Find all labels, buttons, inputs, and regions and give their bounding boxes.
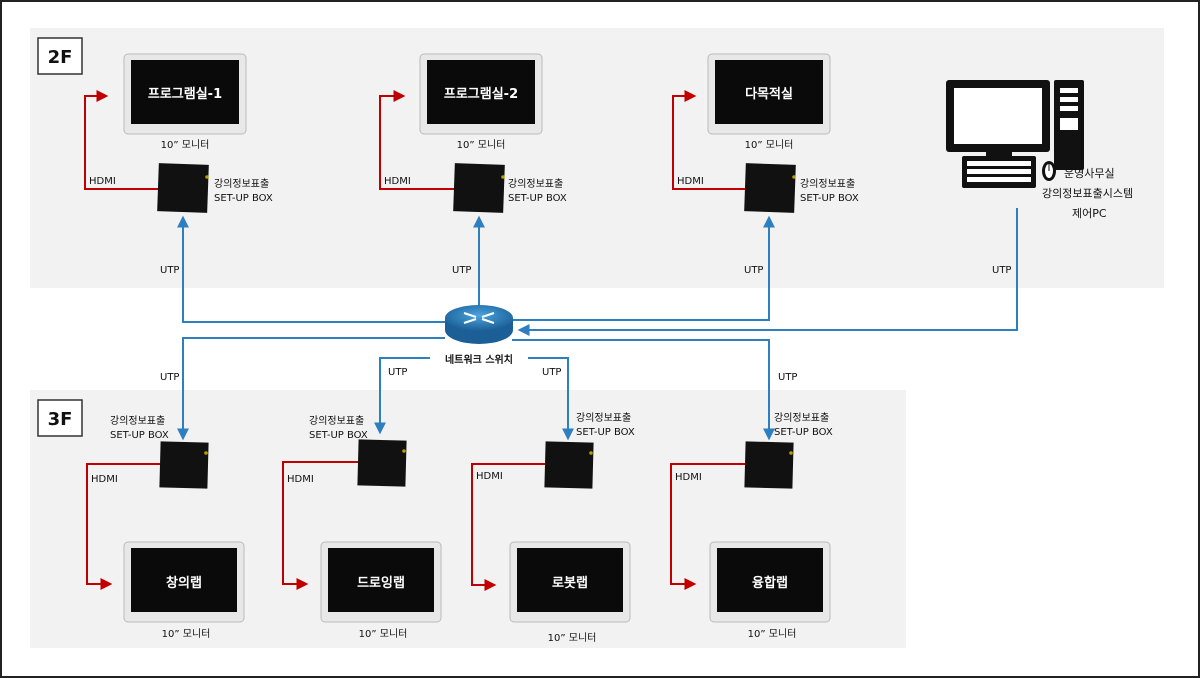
setupbox-label-line2: SET-UP BOX [576, 427, 635, 438]
monitor-creativelab: 창의랩 [123, 541, 245, 623]
setupbox-label-line1: 강의정보표출 [309, 415, 364, 427]
setupbox-3f-2 [357, 439, 407, 487]
monitor-dronelab: 드로잉랩 [320, 541, 442, 623]
monitor-caption: 10” 모니터 [748, 628, 797, 640]
monitor-label: 다목적실 [745, 86, 793, 102]
monitor-fusionlab: 융합랩 [709, 541, 831, 623]
hdmi-link-3f-4: HDMI [670, 463, 745, 590]
hdmi-link-2f-2: HDMI [379, 90, 454, 190]
hdmi-label: HDMI [476, 471, 503, 482]
monitor-multipurpose: 다목적실 [707, 53, 831, 135]
utp-label: UTP [744, 265, 763, 276]
setupbox-3f-4 [744, 441, 794, 489]
monitor-label: 창의랩 [166, 575, 202, 591]
setupbox-label-line1: 강의정보표출 [214, 178, 269, 190]
utp-label: UTP [160, 265, 179, 276]
floor-3f-label: 3F [37, 399, 83, 437]
hdmi-link-3f-2: HDMI [282, 461, 358, 590]
hdmi-link-3f-1: HDMI [86, 463, 160, 590]
setupbox-2f-3 [744, 163, 796, 213]
network-switch-label: 네트워크 스위치 [445, 353, 513, 366]
control-pc-icon [946, 80, 1084, 188]
setupbox-label-line2: SET-UP BOX [800, 193, 859, 204]
setupbox-2f-1 [157, 163, 209, 213]
monitor-label: 프로그램실-1 [148, 86, 222, 102]
monitor-programroom2: 프로그램실-2 [419, 53, 543, 135]
setupbox-label-line1: 강의정보표출 [800, 178, 855, 190]
hdmi-label: HDMI [287, 474, 314, 485]
utp-links [177, 208, 1018, 441]
monitor-caption: 10” 모니터 [162, 628, 211, 640]
floor-2f-label: 2F [37, 37, 83, 75]
monitor-caption: 10” 모니터 [457, 139, 506, 151]
utp-label: UTP [992, 265, 1011, 276]
monitor-caption: 10” 모니터 [548, 632, 597, 644]
hdmi-label: HDMI [91, 474, 118, 485]
setupbox-label-line1: 강의정보표출 [576, 412, 631, 424]
setupbox-label-line2: SET-UP BOX [508, 193, 567, 204]
utp-label: UTP [452, 265, 471, 276]
hdmi-label: HDMI [384, 176, 411, 187]
network-switch-icon [445, 305, 513, 344]
hdmi-label: HDMI [89, 176, 116, 187]
setupbox-label-line1: 강의정보표출 [774, 412, 829, 424]
utp-label: UTP [160, 372, 179, 383]
setupbox-label-line2: SET-UP BOX [774, 427, 833, 438]
setupbox-3f-1 [159, 441, 209, 489]
monitor-caption: 10” 모니터 [359, 628, 408, 640]
setupbox-2f-2 [453, 163, 505, 213]
control-pc-line3: 제어PC [1072, 207, 1107, 220]
control-pc-line2: 강의정보표출시스템 [1042, 187, 1133, 200]
monitor-caption: 10” 모니터 [161, 139, 210, 151]
utp-label: UTP [388, 367, 407, 378]
monitor-robotlab: 로봇랩 [509, 541, 631, 623]
setupbox-3f-3 [544, 441, 594, 489]
setupbox-label-line1: 강의정보표출 [110, 415, 165, 427]
hdmi-link-2f-1: HDMI [84, 90, 158, 190]
hdmi-link-3f-3: HDMI [471, 463, 545, 591]
monitor-programroom1: 프로그램실-1 [123, 53, 247, 135]
svg-text:3F: 3F [48, 409, 73, 430]
monitor-label: 드로잉랩 [357, 576, 405, 591]
utp-label: UTP [542, 367, 561, 378]
setupbox-label-line1: 강의정보표출 [508, 178, 563, 190]
hdmi-link-2f-3: HDMI [672, 90, 745, 190]
monitor-label: 프로그램실-2 [444, 86, 518, 102]
setupbox-label-line2: SET-UP BOX [309, 430, 368, 441]
svg-text:2F: 2F [48, 47, 73, 68]
setupbox-label-line2: SET-UP BOX [110, 430, 169, 441]
hdmi-label: HDMI [675, 472, 702, 483]
monitor-label: 융합랩 [752, 575, 788, 591]
utp-label: UTP [778, 372, 797, 383]
monitor-caption: 10” 모니터 [745, 139, 794, 151]
monitor-label: 로봇랩 [552, 576, 588, 591]
control-pc-line1: 운영사무실 [1064, 167, 1115, 180]
setupbox-label-line2: SET-UP BOX [214, 193, 273, 204]
hdmi-label: HDMI [677, 176, 704, 187]
